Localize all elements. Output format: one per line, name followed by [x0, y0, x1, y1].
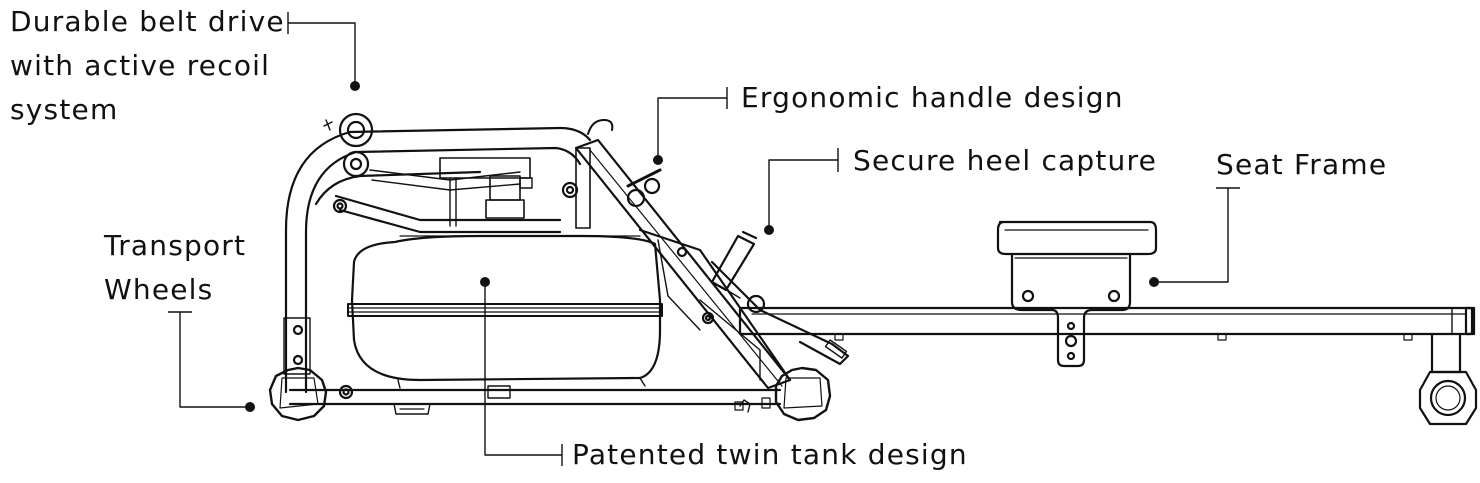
- callout-transport-wheels: Transport Wheels: [104, 224, 246, 312]
- dot-handle: [653, 155, 663, 165]
- dot-tank: [480, 277, 490, 287]
- leader-belt: [287, 12, 356, 86]
- leader-tank: [484, 282, 563, 466]
- water-tank: [347, 234, 663, 399]
- main-frame: [283, 126, 782, 415]
- belt-drive: [323, 112, 591, 229]
- dot-seat: [1149, 277, 1159, 287]
- handle: [587, 119, 662, 208]
- rail-beam: [738, 306, 1476, 341]
- transport-wheel-rear: [734, 294, 832, 422]
- leader-dots: [245, 81, 1159, 412]
- leader-seat: [1155, 187, 1240, 283]
- callout-belt-line-1: Durable belt drive: [10, 5, 285, 38]
- callout-ergonomic-handle: Ergonomic handle design: [741, 81, 1124, 114]
- callout-wheels-line-1: Transport: [104, 229, 247, 262]
- leader-lines: [168, 12, 1240, 466]
- leader-wheels: [168, 311, 248, 408]
- callout-seat-frame: Seat Frame: [1216, 148, 1388, 181]
- leader-heel: [768, 148, 839, 228]
- dot-belt: [350, 81, 360, 91]
- dot-heel: [764, 225, 774, 235]
- heel-capture: [710, 230, 758, 299]
- leader-handle: [657, 87, 728, 158]
- callout-belt-drive: Durable belt drive with active recoil sy…: [10, 0, 285, 132]
- dot-wheels: [245, 402, 255, 412]
- transport-wheel-front: [268, 366, 328, 422]
- callout-heel-capture: Secure heel capture: [853, 144, 1158, 177]
- footboard-arm: [574, 138, 850, 390]
- callout-belt-line-3: system: [10, 93, 119, 126]
- rear-foot: [1418, 332, 1478, 426]
- seat: [996, 220, 1158, 368]
- callout-wheels-line-2: Wheels: [104, 273, 214, 306]
- callout-belt-line-2: with active recoil: [10, 49, 271, 82]
- callout-twin-tank: Patented twin tank design: [572, 438, 968, 471]
